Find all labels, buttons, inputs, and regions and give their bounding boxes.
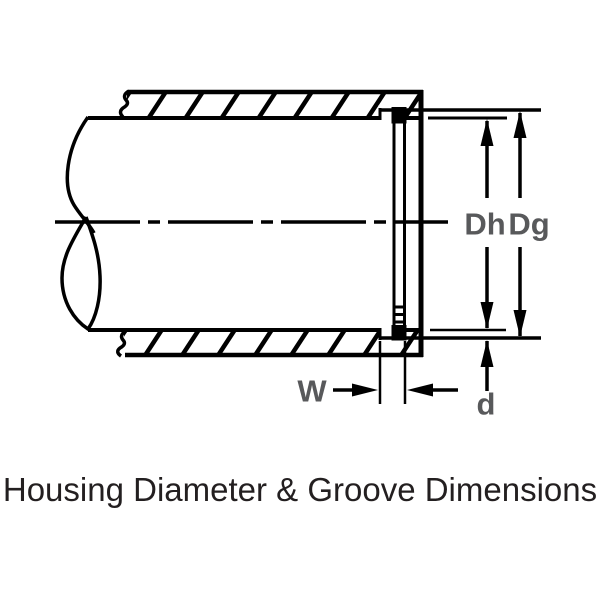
label-d: d [476, 386, 496, 422]
caption: Housing Diameter & Groove Dimensions [2, 471, 598, 508]
dim-dg-arrow [513, 111, 527, 337]
label-w: W [297, 373, 327, 409]
ring-section-top [391, 107, 407, 124]
dim-w-arrows [333, 383, 458, 397]
label-dh: Dh [464, 206, 506, 242]
extension-lines [378, 116, 507, 404]
housing-top-wall-hatch [127, 92, 420, 117]
retaining-ring [391, 107, 407, 341]
dim-dh-arrow [480, 119, 494, 329]
housing-bottom-wall-hatch [124, 331, 420, 355]
ring-section-bottom [391, 325, 407, 341]
break-line [60, 115, 102, 332]
label-dg: Dg [508, 206, 550, 242]
dim-d-arrow [480, 340, 494, 391]
